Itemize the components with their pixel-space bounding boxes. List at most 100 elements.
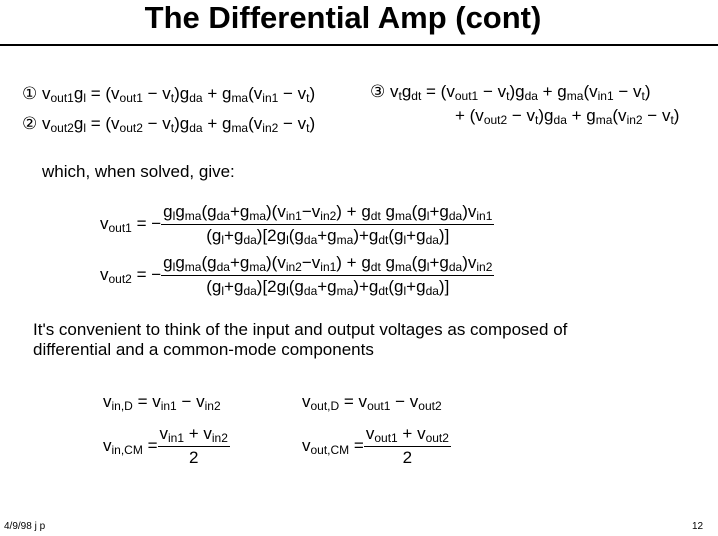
subscript: in1	[160, 399, 177, 413]
subscript: in1	[262, 91, 279, 105]
math-text: g	[73, 84, 84, 103]
subscript: dt	[370, 260, 381, 274]
math-text: g	[163, 253, 173, 272]
subscript: l	[172, 260, 176, 274]
math-text: −v	[301, 253, 321, 272]
subscript: da	[448, 209, 463, 223]
subscript: ma	[566, 89, 584, 103]
subscript: out1	[119, 91, 143, 105]
subscript: ma	[336, 284, 354, 298]
math-text: v	[159, 424, 169, 443]
math-text: + g	[202, 114, 232, 133]
solved-text: which, when solved, give:	[42, 162, 235, 181]
subscript: da	[216, 209, 230, 223]
math-text: = (v	[85, 114, 120, 133]
subscript: out,CM	[310, 442, 350, 457]
math-text: g	[163, 202, 173, 221]
math-text: )]	[438, 226, 450, 245]
subscript: out1	[454, 89, 479, 103]
math-text: 2	[188, 448, 199, 467]
vout2-fraction: glgma(gda+gma)(vin2−vin1) + gdt gma(gl+g…	[161, 253, 495, 298]
subscript: in2	[285, 260, 302, 274]
vin-cm-lhs: vin,CM =	[103, 436, 158, 457]
subscript: t	[306, 91, 310, 105]
subscript: out2	[50, 121, 74, 135]
subscript: in,D	[111, 399, 133, 413]
subscript: ma	[395, 260, 412, 274]
math-text: g	[380, 202, 395, 221]
subscript: out1	[50, 91, 74, 105]
subscript: t	[306, 121, 310, 135]
math-text: v	[365, 424, 375, 443]
math-text: )g	[174, 114, 190, 133]
subscript: out2	[108, 272, 132, 286]
math-text: )+g	[353, 226, 379, 245]
math-text: v	[103, 435, 112, 455]
subscript: da	[524, 89, 538, 103]
subscript: in1	[320, 260, 337, 274]
subscript: ma	[249, 260, 266, 274]
math-text: )	[309, 84, 316, 103]
math-text: + g	[537, 82, 567, 101]
subscript: da	[189, 91, 203, 105]
footer-date: 4/9/98 j p	[4, 521, 46, 532]
vout2-numerator: glgma(gda+gma)(vin2−vin1) + gdt gma(gl+g…	[161, 253, 495, 276]
math-text: +g	[406, 226, 426, 245]
math-text: − v	[613, 82, 642, 101]
vout-differential: vout,D = vout1 − vout2	[302, 392, 442, 413]
subscript: in2	[320, 209, 337, 223]
subscript: da	[448, 260, 463, 274]
equation-3-continued: + (vout2 − vt)gda + gma(vin2 − vt)	[455, 106, 679, 127]
math-text: (g	[206, 226, 222, 245]
vout2-lhs: vout2 = −	[100, 265, 161, 286]
subscript: da	[553, 113, 567, 127]
subscript: da	[243, 233, 257, 247]
math-text: g	[401, 82, 412, 101]
math-text: g	[73, 114, 84, 133]
math-text: ②	[22, 114, 38, 133]
subscript: in1	[597, 89, 614, 103]
slide-title: The Differential Amp (cont)	[144, 0, 542, 35]
math-text: )+g	[353, 277, 379, 296]
math-text: + g	[566, 106, 596, 125]
math-text: +g	[229, 202, 250, 221]
subscript: l	[403, 233, 407, 247]
subscript: l	[286, 233, 289, 247]
subscript: ma	[395, 209, 412, 223]
subscript: dt	[378, 233, 389, 247]
subscript: t	[398, 89, 402, 103]
subscript: da	[425, 284, 439, 298]
math-text: (g	[388, 226, 404, 245]
subscript: ma	[231, 91, 249, 105]
math-text: − v	[478, 82, 507, 101]
math-text: − v	[142, 84, 171, 103]
subscript: l	[221, 233, 225, 247]
vout2-solution: vout2 = − glgma(gda+gma)(vin2−vin1) + gd…	[100, 253, 495, 298]
math-text: +g	[224, 277, 244, 296]
subscript: da	[303, 233, 318, 247]
math-text: ③	[370, 82, 386, 101]
math-text: − v	[390, 392, 419, 411]
math-text: v	[100, 265, 109, 284]
math-text: )(v	[266, 253, 286, 272]
math-text: (g	[206, 277, 222, 296]
math-text: =	[142, 435, 158, 455]
title-divider	[0, 44, 718, 46]
subscript: l	[221, 284, 225, 298]
math-text: − v	[176, 392, 205, 411]
paragraph-line-2: differential and a common-mode component…	[33, 340, 374, 359]
math-text: )[2g	[256, 277, 287, 296]
math-text: )v	[462, 253, 477, 272]
subscript: in1	[168, 431, 185, 445]
vout-cm-numerator: vout1 + vout2	[363, 424, 451, 447]
subscript: dt	[378, 284, 389, 298]
math-text: v	[302, 435, 311, 455]
math-text: = (v	[85, 84, 120, 103]
math-text: v	[302, 392, 311, 411]
math-text: − v	[507, 106, 536, 125]
subscript: out1	[367, 399, 391, 413]
subscript: out2	[119, 121, 143, 135]
math-text: + g	[202, 84, 232, 103]
math-text: +g	[429, 202, 449, 221]
